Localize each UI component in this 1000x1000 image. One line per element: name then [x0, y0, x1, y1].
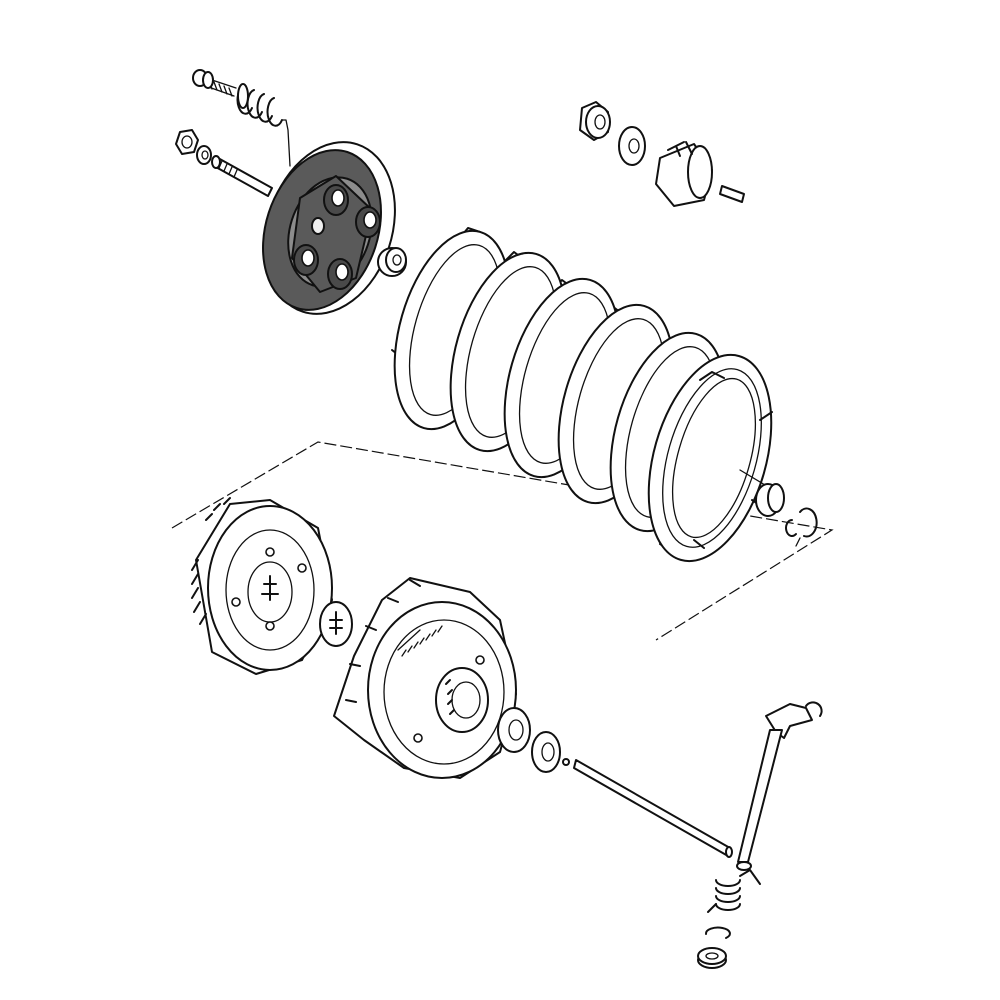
oil-seal-icon	[697, 947, 727, 969]
clutch-hub-icon	[191, 497, 333, 675]
return-spring-icon	[707, 869, 761, 913]
pressure-plate-bosses	[293, 184, 381, 290]
circlip-icon	[785, 507, 818, 547]
pushrod-icon	[562, 758, 733, 858]
friction-plate-stack-icon	[391, 227, 773, 563]
key-icon	[719, 185, 745, 203]
clutch-basket-icon	[333, 577, 517, 779]
release-lever-shaft-icon	[736, 701, 823, 871]
bushing-icon	[655, 141, 713, 207]
circlip-icon	[705, 926, 731, 939]
washer-icon	[196, 145, 212, 165]
collar-nut-icon	[377, 247, 407, 277]
lock-washer-icon	[319, 601, 353, 647]
washer-icon	[618, 126, 646, 166]
assembly-bracket-line	[171, 441, 834, 641]
stud-bolt-icon	[211, 155, 273, 197]
pressure-plate-icon	[262, 141, 396, 315]
flange-bolt-icon	[192, 69, 237, 97]
thrust-washer-icon	[497, 707, 531, 753]
clutch-spring-icon	[236, 83, 291, 167]
hex-nut-icon	[175, 129, 199, 155]
steel-bushing-icon	[755, 483, 785, 517]
washer-icon	[531, 731, 561, 773]
spacer-washer-icon	[579, 101, 611, 141]
